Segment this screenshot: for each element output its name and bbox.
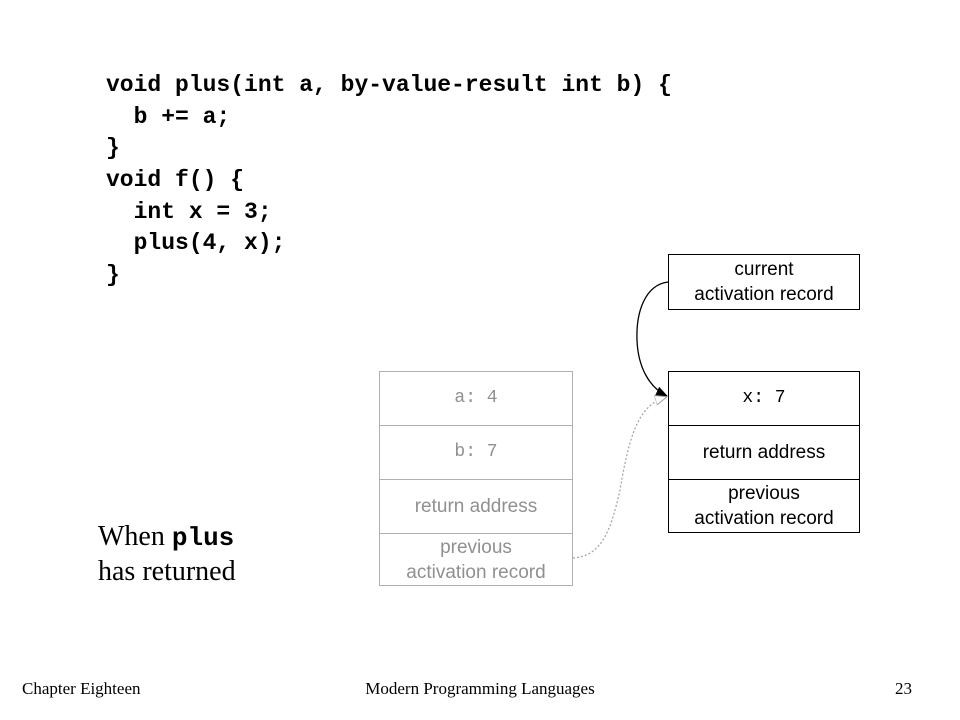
footer-left: Chapter Eighteen	[22, 679, 141, 698]
footer-center: Modern Programming Languages	[365, 679, 595, 698]
code-line: }	[106, 262, 120, 289]
code-listing: void plus(int a, by-value-result int b) …	[106, 70, 672, 292]
caption-line-1: When plus	[98, 520, 236, 555]
plus-activation-record: a: 4 b: 7 return address previous activa…	[379, 371, 573, 586]
record-cell-b: b: 7	[380, 425, 572, 479]
current-record-label: current activation record	[694, 259, 834, 305]
code-line: }	[106, 135, 120, 162]
current-pointer-arrow	[636, 281, 669, 397]
code-line: plus(4, x);	[106, 230, 286, 257]
code-line: b += a;	[106, 103, 231, 130]
record-cell-return-address: return address	[669, 425, 859, 479]
f-activation-record: x: 7 return address previous activation …	[668, 371, 860, 533]
caption-prefix: When	[98, 521, 165, 552]
current-activation-record-box: current activation record	[668, 254, 860, 310]
record-cell-previous: previous activation record	[380, 533, 572, 585]
caption-line-2: has returned	[98, 556, 236, 587]
record-cell-x: x: 7	[742, 388, 786, 408]
record-cell-return-address: return address	[380, 479, 572, 533]
code-line: void f() {	[106, 167, 245, 194]
record-cell-a: a: 4	[454, 388, 498, 408]
caption: When plus has returned	[98, 520, 236, 589]
code-line: void plus(int a, by-value-result int b) …	[106, 72, 672, 98]
caption-code: plus	[171, 523, 235, 553]
code-line: int x = 3;	[106, 198, 272, 225]
previous-link-arrow	[572, 397, 666, 559]
record-cell-previous: previous activation record	[669, 479, 859, 532]
footer-page-number: 23	[895, 679, 912, 698]
